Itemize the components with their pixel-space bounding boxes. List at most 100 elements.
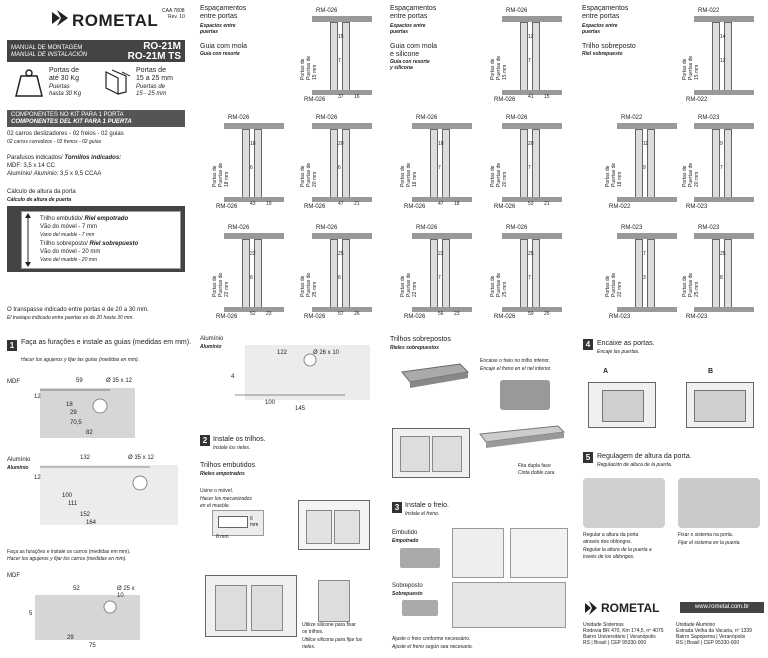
dim-a: 25 — [720, 251, 726, 257]
profile-label-bottom: RM-023 — [609, 314, 631, 320]
cat-code: CAA 7808 — [162, 8, 185, 14]
screws-aluminium: Alumínio/ Aluminio: 3,5 x 9,5 CCAA — [7, 171, 102, 177]
step-5-badge: 5 — [583, 452, 593, 463]
embedded-brake-illustration — [400, 548, 440, 568]
dim-b: 7 — [438, 165, 441, 171]
dim-d: 21 — [354, 201, 360, 207]
dim-c: 52 — [250, 311, 256, 317]
profile-label-top: RM-026 — [416, 225, 438, 231]
profile-label-bottom: RM-022 — [686, 97, 708, 103]
height-adjust-photo — [583, 478, 665, 528]
mdf-guide-drilling: 59 Ø 35 x 12 12 18 29 70,5 82 — [34, 378, 135, 440]
dim-c: 37 — [338, 94, 344, 100]
dim-c: 53 — [528, 201, 534, 207]
dim-d: 16 — [354, 94, 360, 100]
spacing-section-1: Espaçamentos entre portas Espacios entre… — [200, 5, 248, 57]
profile-label-bottom: RM-026 — [494, 204, 516, 210]
dim-a: 25 — [338, 251, 344, 257]
step-1-text-es: Hacer los agujeros y fijar las guías (me… — [21, 357, 140, 363]
dim-b: 8 — [720, 275, 723, 281]
spacing-section-3: Espaçamentos entre portas Espacios entre… — [582, 5, 636, 57]
overlay-rail-photo — [452, 582, 566, 628]
dim-d: 21 — [544, 201, 550, 207]
rometal-logo-icon — [52, 10, 68, 26]
dim-c: 41 — [528, 94, 534, 100]
dim-c: 59 — [528, 311, 534, 317]
door-fit-b-illustration — [686, 376, 756, 431]
cabinet-illustration — [298, 490, 373, 555]
profile-label-top: RM-026 — [506, 8, 528, 14]
profile-label-bottom: RM-026 — [304, 97, 326, 103]
height-calc-diagram: Trilho embutido/ Riel empotrado Vão do m… — [7, 206, 185, 272]
door-thickness-icon — [105, 69, 131, 95]
profile-label-top: RM-026 — [416, 115, 438, 121]
cars-drilling-text: Faça as furações e instale os carros (me… — [7, 549, 131, 555]
website-link[interactable]: www.rometal.com.br — [680, 602, 764, 613]
tape-rail-illustration — [478, 424, 566, 469]
dim-b: 7 — [438, 275, 441, 281]
dim-c: 57 — [338, 311, 344, 317]
profile-label-bottom: RM-022 — [609, 204, 631, 210]
dim-d: 19 — [266, 201, 272, 207]
step-5-title: Regulagem de altura da porta. — [597, 453, 692, 460]
calc-title-es: Cálculo de altura de puerta — [7, 197, 72, 203]
dim-b: 7 — [338, 58, 341, 64]
profile-label-top: RM-026 — [316, 225, 338, 231]
step-1-text: Faça as furações e instale as guias (med… — [21, 339, 192, 346]
silicone-tube-illustration — [318, 580, 350, 622]
profile-label-bottom: RM-026 — [404, 204, 426, 210]
step-1-badge: 1 — [7, 340, 17, 351]
groove-detail: 6 mm 8 mm — [212, 510, 264, 542]
dim-b: 7 — [528, 58, 531, 64]
dim-b: 6 — [338, 275, 341, 281]
mdf-car-drilling: 52 Ø 25 x 10 5 29 75 — [29, 583, 140, 649]
dim-a: 18 — [250, 141, 256, 147]
dim-d: 18 — [454, 201, 460, 207]
overlay-cabinet-illustration — [392, 420, 472, 480]
profile-label-bottom: RM-023 — [686, 314, 708, 320]
overlap-note: O transpasse indicado entre portas é de … — [7, 307, 149, 313]
profile-label-top: RM-026 — [506, 115, 528, 121]
thickness-spec: Portas de 15 a 25 mm Puertas de 15 - 25 … — [104, 66, 184, 106]
screws-mdf: MDF: 3,5 x 14 CC — [7, 163, 56, 169]
dim-c: 47 — [438, 201, 444, 207]
profile-label-top: RM-026 — [506, 225, 528, 231]
step-3-badge: 3 — [392, 502, 402, 513]
dim-c: 47 — [338, 201, 344, 207]
step-2-title: Instale os trilhos. — [213, 436, 266, 443]
dim-b: 3 — [643, 275, 646, 281]
address-sistemas: Unidade Sistemas Rodovia BR 470, Km 174,… — [583, 622, 664, 646]
dim-d: 26 — [354, 311, 360, 317]
dim-c: 56 — [438, 311, 444, 317]
embedded-cabinet-photo — [510, 528, 568, 578]
dim-a: 9 — [720, 141, 723, 147]
profile-label-top: RM-026 — [316, 115, 338, 121]
profile-label-top: RM-026 — [228, 225, 250, 231]
mdf-label: MDF — [7, 379, 20, 385]
dim-a: 14 — [720, 34, 726, 40]
dim-a: 22 — [250, 251, 256, 257]
mdf2-label: MDF — [7, 573, 20, 579]
model-primary: RO-21M — [143, 41, 181, 52]
dim-b: 7 — [528, 275, 531, 281]
revision: Rev. 10 — [168, 14, 185, 20]
profile-label-top: RM-026 — [228, 115, 250, 121]
